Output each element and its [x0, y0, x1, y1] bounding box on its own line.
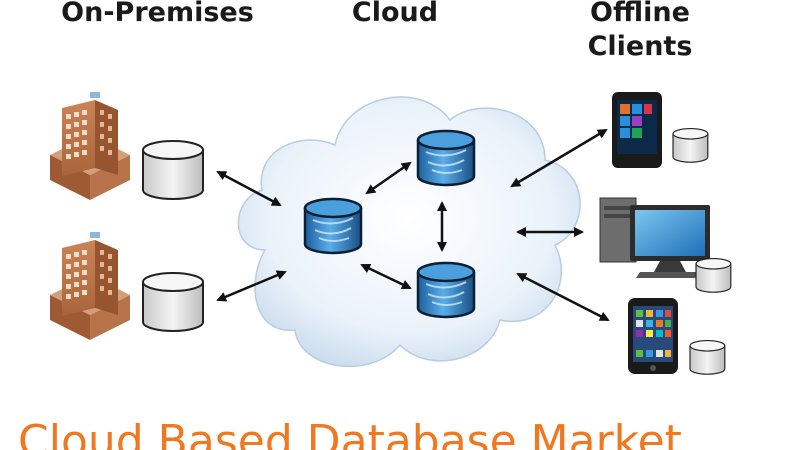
architecture-diagram [50, 92, 732, 375]
database-icon [142, 140, 204, 200]
database-icon [672, 128, 709, 163]
building-icon [50, 92, 130, 200]
double-arrow-icon [510, 128, 608, 188]
title-banner: Cloud Based Database Market [0, 412, 800, 450]
heading-offline-clients: Offline Clients [575, 0, 705, 64]
heading-cloud: Cloud [351, 0, 439, 28]
double-arrow-icon [216, 270, 287, 302]
title-banner-text: Cloud Based Database Market [18, 416, 682, 450]
database-icon [142, 272, 204, 332]
windows-phone-icon [612, 92, 662, 168]
heading-on-premises: On-Premises [61, 0, 254, 28]
database-icon [689, 339, 726, 375]
cloud-database-icon [303, 197, 363, 255]
double-arrow-icon [365, 161, 412, 195]
cloud-shape [237, 96, 581, 368]
database-icon [695, 257, 732, 293]
desktop-computer-icon [599, 197, 710, 278]
smartphone-icon [628, 298, 678, 374]
heading-offline-line1: Offline [590, 0, 690, 28]
cloud-database-icon [416, 129, 476, 187]
double-arrow-icon [360, 263, 412, 290]
double-arrow-icon [216, 170, 282, 207]
heading-offline-line2: Clients [587, 31, 693, 62]
building-icon [50, 232, 130, 340]
cloud-database-icon [416, 261, 476, 319]
double-arrow-icon [516, 272, 610, 322]
